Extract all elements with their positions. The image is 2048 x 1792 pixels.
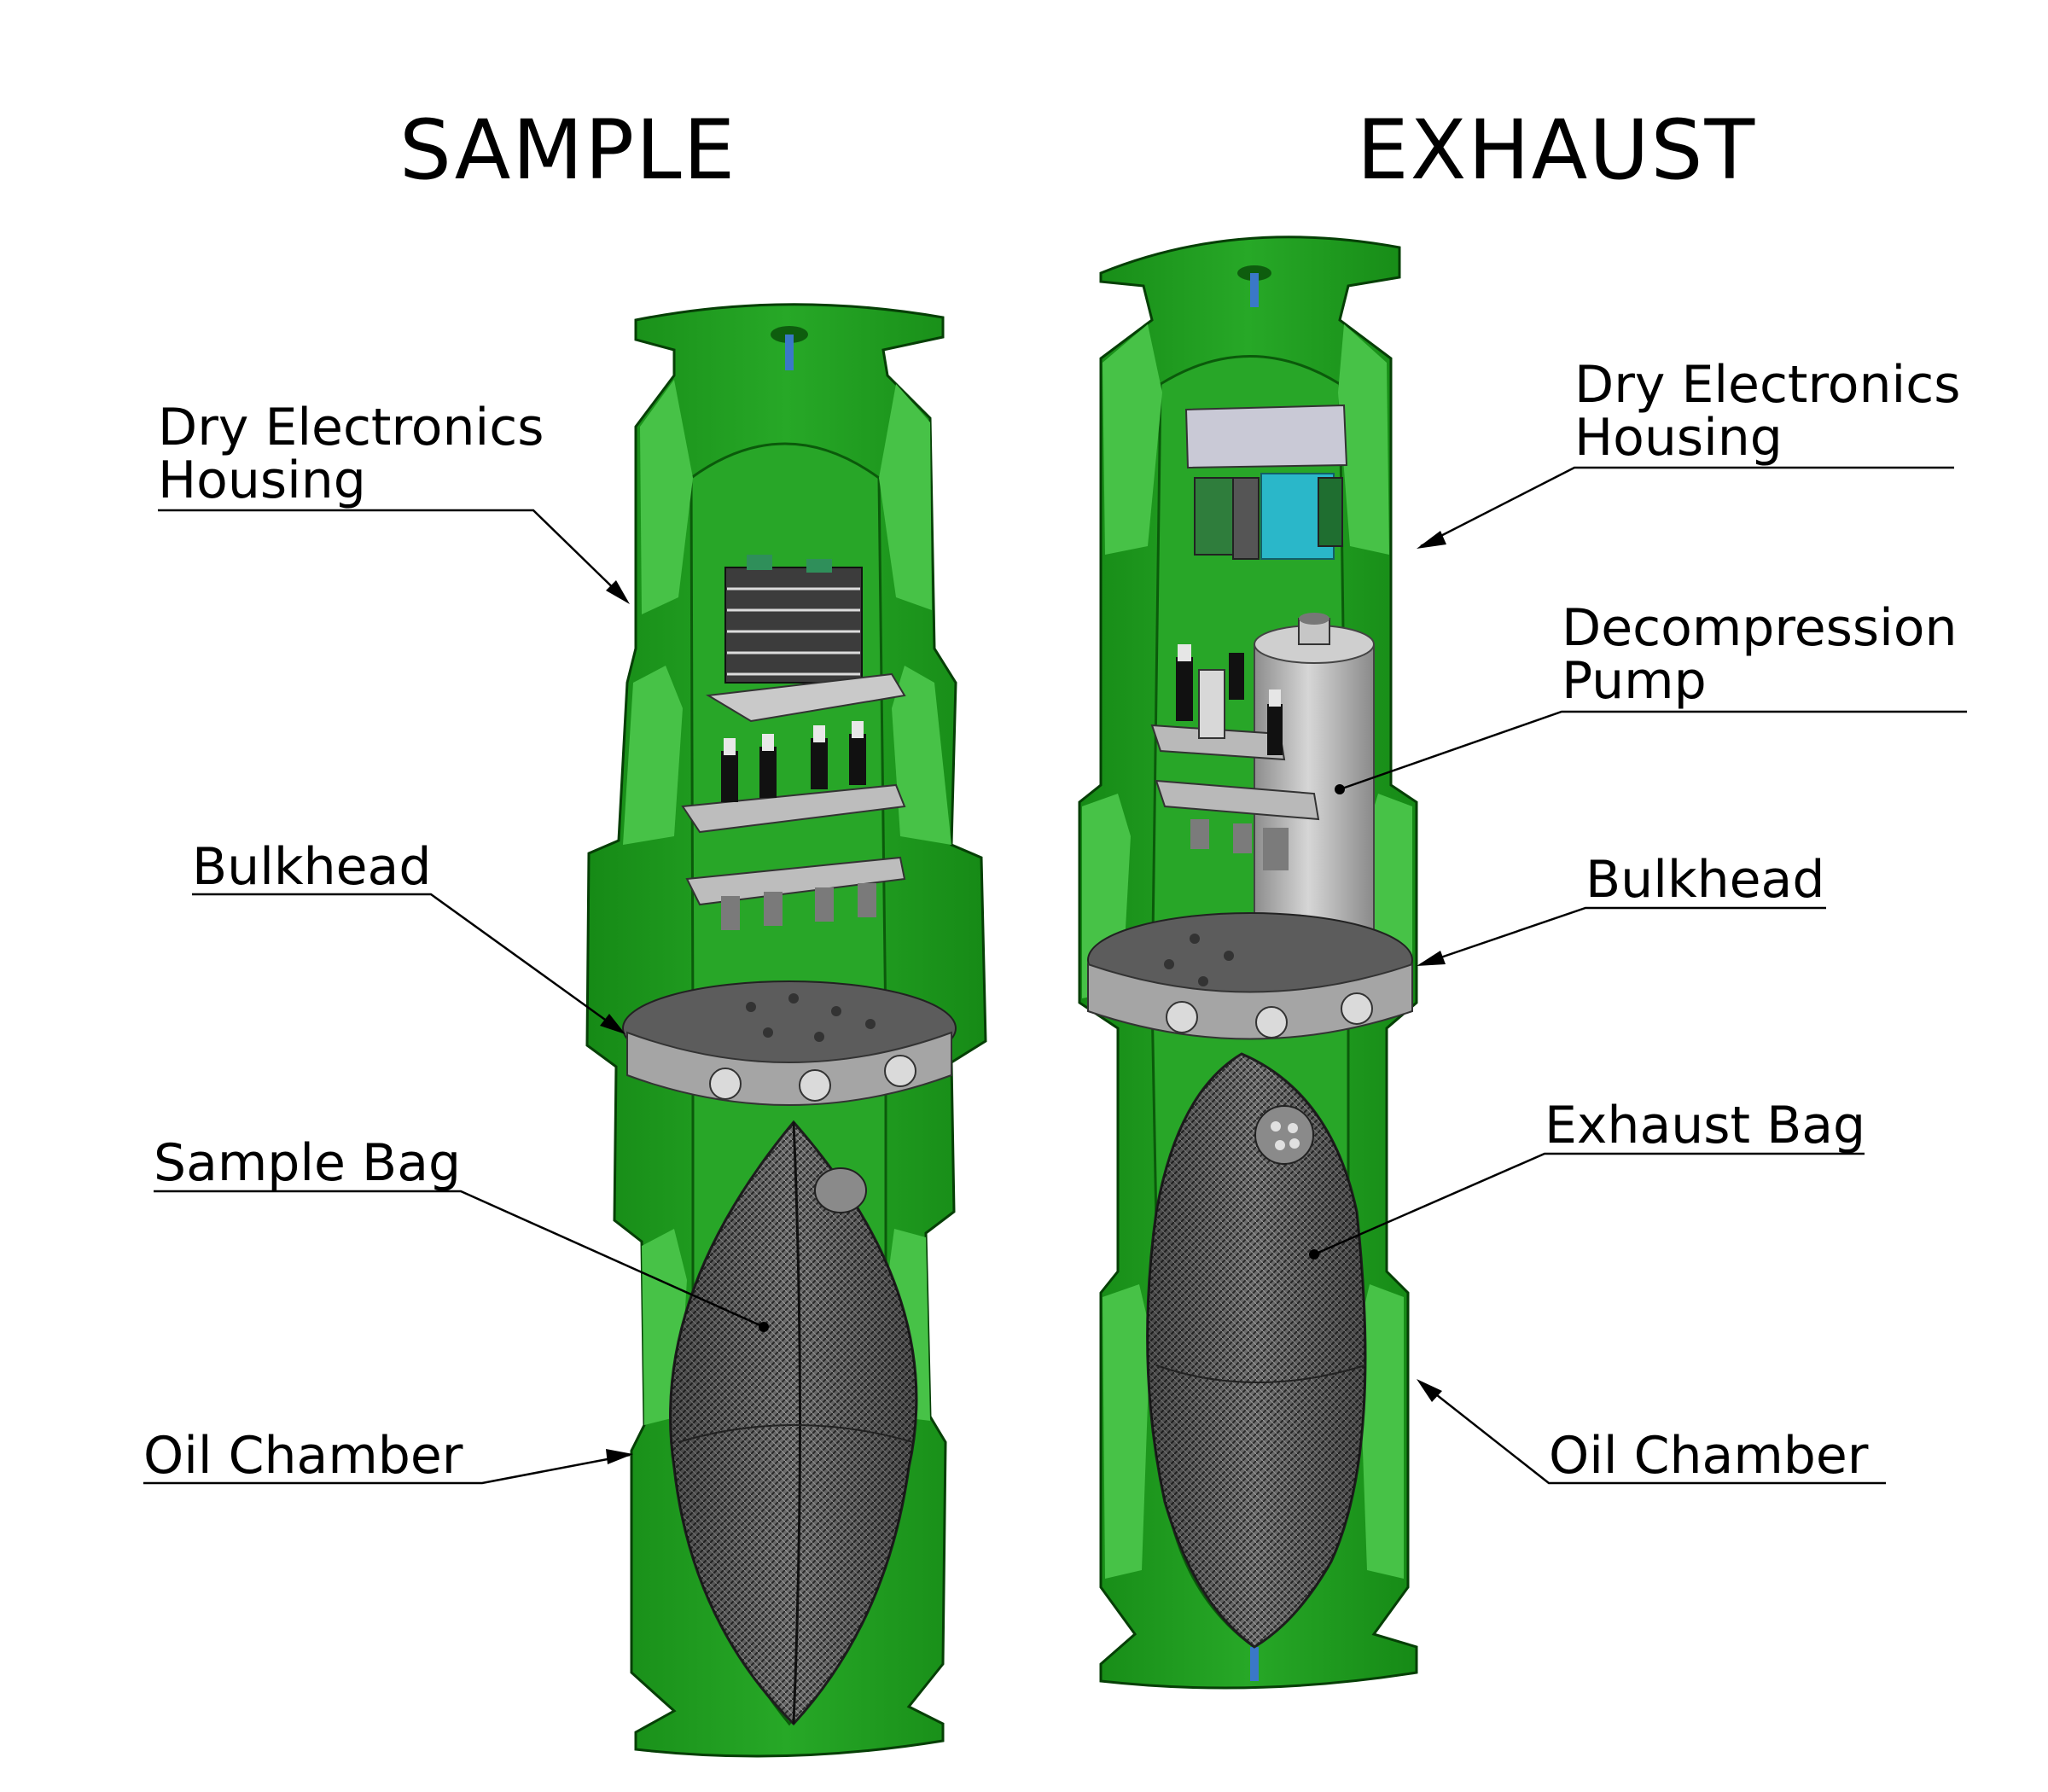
label-exhaust-bulkhead: Bulkhead (1585, 850, 1825, 910)
sample-title: SAMPLE (399, 102, 737, 198)
leader-sample-oil (143, 1453, 631, 1485)
arrow-exhaust-oil (1417, 1379, 1442, 1402)
exhaust-electronics (1184, 404, 1348, 560)
exhaust-valve-tier (1150, 644, 1320, 870)
label-exhaust-dry-electronics: Dry Electronics Housing (1574, 355, 1961, 468)
sample-bulkhead (622, 980, 957, 1106)
exhaust-bag (1146, 1052, 1367, 1649)
sample-electronics-stack (705, 555, 906, 723)
label-sample-bag: Sample Bag (154, 1133, 462, 1193)
exhaust-bottom-tube (1250, 1647, 1259, 1681)
dot-exhaust-bag (1309, 1249, 1319, 1260)
arrow-sample-bulkhead (600, 1014, 625, 1034)
label-sample-oil-chamber: Oil Chamber (143, 1426, 463, 1486)
exhaust-title: EXHAUST (1357, 102, 1757, 198)
exhaust-bulkhead (1087, 912, 1413, 1040)
sample-valve-tier (681, 721, 906, 930)
label-sample-bulkhead: Bulkhead (192, 837, 432, 897)
sample-bag (669, 1120, 918, 1726)
label-exhaust-bag: Exhaust Bag (1545, 1096, 1866, 1155)
sample-unit (585, 303, 987, 1758)
dot-sample-bag (759, 1322, 769, 1332)
leader-arrowheads (600, 531, 1446, 1464)
exhaust-top-tube (1250, 273, 1259, 307)
leader-sample-bulkhead (192, 893, 624, 1034)
exhaust-wall-facets (1082, 324, 1412, 1579)
leader-sample-dry-electronics (158, 509, 628, 602)
leader-sample-bag (154, 1190, 765, 1329)
arrow-sample-dry-electronics (606, 580, 630, 604)
leader-exhaust-oil (1420, 1382, 1886, 1485)
dot-exhaust-pump (1335, 784, 1345, 794)
label-exhaust-oil-chamber: Oil Chamber (1549, 1426, 1869, 1486)
leader-exhaust-bulkhead (1420, 906, 1826, 966)
leader-lines (143, 466, 1967, 1485)
leader-exhaust-pump (1339, 710, 1967, 791)
sample-top-tube (785, 335, 794, 370)
leader-exhaust-dry-electronics (1420, 466, 1954, 548)
leader-exhaust-bag (1313, 1152, 1865, 1256)
arrow-exhaust-bulkhead (1417, 951, 1446, 966)
arrow-sample-oil (606, 1449, 633, 1464)
arrow-exhaust-dry-electronics (1417, 531, 1446, 549)
label-sample-dry-electronics: Dry Electronics Housing (158, 398, 544, 510)
label-decompression-pump: Decompression Pump (1562, 598, 1958, 711)
exhaust-unit (1078, 236, 1418, 1690)
